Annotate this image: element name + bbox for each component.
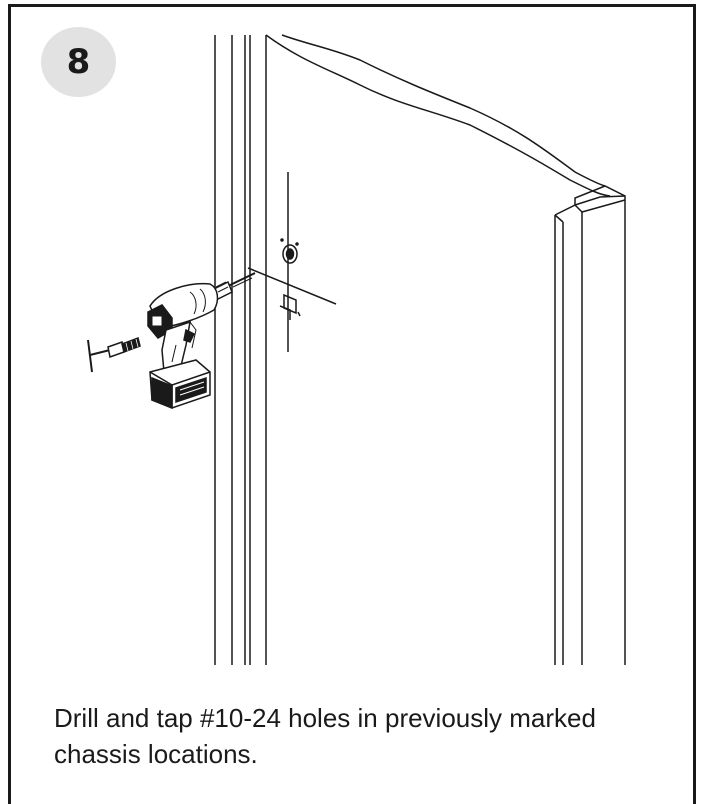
vertical-rail: [214, 35, 267, 665]
step-number-badge: 8: [41, 27, 116, 97]
tap-wrench-icon: [87, 337, 141, 373]
panel-right-edge: [554, 185, 626, 665]
step-panel: [8, 4, 696, 804]
step-number: 8: [66, 42, 91, 82]
cordless-drill-icon: [147, 272, 256, 410]
panel-top-break: [265, 34, 611, 197]
instruction-text: Drill and tap #10-24 holes in previously…: [54, 703, 596, 769]
drilled-hole: [280, 238, 299, 264]
mounting-clip: [279, 293, 301, 320]
drill-tapping-chassis-illustration: [87, 34, 626, 665]
